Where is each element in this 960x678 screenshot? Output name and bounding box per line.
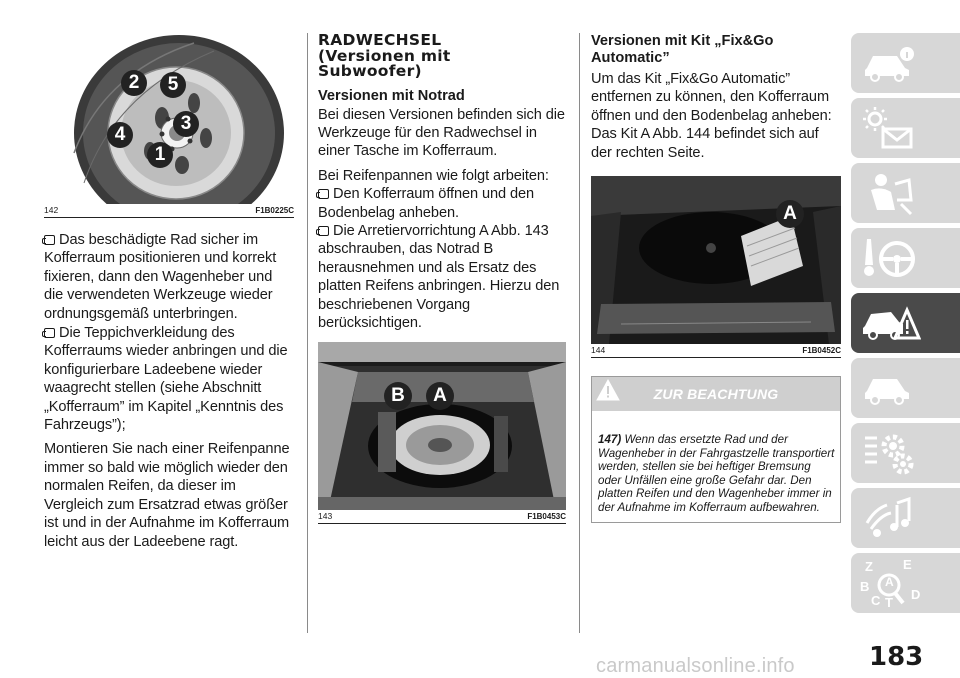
index-letter: T xyxy=(885,595,893,610)
wheel-image xyxy=(44,33,294,204)
trunk-image xyxy=(318,342,566,511)
figure-142: 2 5 4 3 1 142 F1B0225C xyxy=(44,33,294,218)
tab-car-info[interactable] xyxy=(851,33,960,93)
index-letter: E xyxy=(903,557,912,572)
tab-index[interactable]: Z E A B C T D xyxy=(851,553,960,613)
callout-4: 4 xyxy=(107,122,133,148)
tab-maintenance[interactable] xyxy=(851,358,960,418)
section-subtitle: Versionen mit Kit „Fix&Go Automatic” xyxy=(591,33,774,66)
index-letter: A xyxy=(885,575,894,589)
callout-a: A xyxy=(776,200,804,229)
fixgo-kit-photo: A xyxy=(591,176,841,345)
index-letter: D xyxy=(911,587,921,602)
checkbox-bullet-icon xyxy=(316,189,329,200)
column-divider xyxy=(307,33,308,633)
index-letter: B xyxy=(860,579,870,594)
callout-a: A xyxy=(426,382,454,411)
steering-wheel-icon xyxy=(864,239,915,277)
chapter-tabs: Z E A B C T D xyxy=(851,33,960,618)
column-2: RADWECHSEL (Versionen mit Subwoofer) Ver… xyxy=(316,31,566,525)
body-paragraph: Bei diesen Versionen befinden sich die W… xyxy=(318,106,565,160)
figure-caption: 142 F1B0225C xyxy=(44,204,294,218)
body-paragraph: Montieren Sie nach einer Reifenpanne imm… xyxy=(44,441,290,550)
callout-3: 3 xyxy=(173,111,199,137)
callout-2: 2 xyxy=(121,70,147,96)
gears-technical-icon xyxy=(865,434,914,475)
figure-143: B A 143 F1B0453C xyxy=(318,342,566,525)
tab-emergency[interactable] xyxy=(851,293,960,353)
warning-title: ZUR BEACHTUNG xyxy=(653,386,779,403)
callout-b: B xyxy=(384,382,412,411)
index-letter: Z xyxy=(865,559,873,574)
section-title: RADWECHSEL (Versionen mit Subwoofer) xyxy=(318,31,451,80)
figure-caption: 144 F1B0452C xyxy=(591,344,841,359)
column-divider xyxy=(579,33,580,633)
trunk-spare-wheel-photo: B A xyxy=(318,342,566,511)
alphabetical-index-icon xyxy=(877,573,905,605)
figure-code: F1B0452C xyxy=(802,345,841,355)
emergency-car-icon xyxy=(863,306,921,340)
figure-number: 143 xyxy=(318,511,333,522)
warning-triangle-icon xyxy=(596,379,620,401)
car-maintenance-icon xyxy=(865,379,909,405)
callout-5: 5 xyxy=(160,72,186,98)
fixgo-image xyxy=(591,176,841,345)
car-info-icon xyxy=(865,47,914,82)
checkbox-bullet-icon xyxy=(316,225,329,236)
warning-text: 147) Wenn das ersetzte Rad und der Wagen… xyxy=(598,433,835,514)
section-subtitle: Versionen mit Notrad xyxy=(318,87,465,104)
figure-code: F1B0225C xyxy=(255,205,294,215)
page-number: 183 xyxy=(869,642,924,672)
column-1: 2 5 4 3 1 142 F1B0225C Das beschädigte R… xyxy=(42,33,294,551)
tab-dashboard-lights[interactable] xyxy=(851,98,960,158)
column-3: Versionen mit Kit „Fix&Go Automatic” Um … xyxy=(591,33,841,524)
bullet-paragraph: Das beschädigte Rad sicher im Kofferraum… xyxy=(42,232,277,322)
bullet-paragraph: Die Arretiervorrichtung A Abb. 143 absch… xyxy=(316,222,560,331)
body-paragraph: Bei Reifenpannen wie folgt arbeiten: xyxy=(318,167,549,184)
tab-multimedia[interactable] xyxy=(851,488,960,548)
checkbox-bullet-icon xyxy=(42,235,55,245)
figure-144: A 144 F1B0452C xyxy=(591,176,841,359)
body-paragraph: Um das Kit „Fix&Go Automatic” entfernen … xyxy=(591,71,832,161)
index-letter: C xyxy=(871,593,881,608)
airbag-safety-icon xyxy=(871,174,913,216)
wheel-illustration: 2 5 4 3 1 xyxy=(44,33,294,204)
callout-1: 1 xyxy=(147,142,173,168)
watermark: carmanualsonline.info xyxy=(596,655,795,677)
dashboard-lights-icon xyxy=(863,107,913,149)
warning-ref: 147) xyxy=(598,433,622,447)
bullet-paragraph: Den Kofferraum öffnen und den Bodenbelag… xyxy=(316,186,535,221)
tab-safety[interactable] xyxy=(851,163,960,223)
multimedia-icon xyxy=(865,496,911,537)
warning-box: ZUR BEACHTUNG 147) Wenn das ersetzte Rad… xyxy=(591,376,841,524)
tab-technical-data[interactable] xyxy=(851,423,960,483)
checkbox-bullet-icon xyxy=(42,328,55,339)
figure-number: 142 xyxy=(44,205,59,215)
warning-header: ZUR BEACHTUNG xyxy=(592,377,840,412)
figure-caption: 143 F1B0453C xyxy=(318,510,566,525)
tab-driving[interactable] xyxy=(851,228,960,288)
figure-code: F1B0453C xyxy=(527,511,566,521)
bullet-paragraph: Die Teppichverkleidung des Kofferraums w… xyxy=(42,325,288,434)
figure-number: 144 xyxy=(591,345,606,356)
